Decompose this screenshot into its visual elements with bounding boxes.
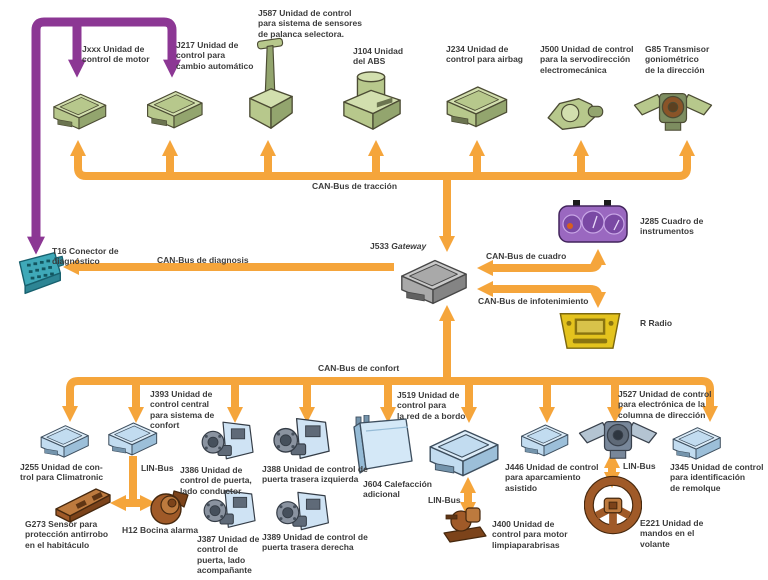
label-lin-bus-confort: LIN-Bus [141, 463, 174, 473]
label-j400: J400 Unidad de control para motor limpia… [492, 519, 568, 550]
label-t16: T16 Conector de diagnóstico [52, 246, 119, 267]
label-h12: H12 Bocina alarma [122, 525, 199, 535]
label-g85: G85 Transmisor goniométrico de la direcc… [645, 44, 710, 75]
label-can-bus-traccion: CAN-Bus de tracción [312, 181, 398, 191]
park-assist-ecu-icon [516, 415, 572, 463]
antitheft-sensor-icon [48, 484, 114, 524]
wiper-motor-icon [440, 503, 490, 543]
label-j234: J234 Unidad de control para airbag [446, 44, 523, 65]
onboard-network-ecu-icon [422, 420, 504, 482]
label-j446: J446 Unidad de control para aparcamiento… [505, 462, 599, 493]
label-radio: R Radio [640, 318, 673, 328]
label-can-bus-confort: CAN-Bus de confort [318, 363, 400, 373]
label-j217: J217 Unidad de control para cambio autom… [176, 40, 254, 71]
label-j255: J255 Unidad de con- trol para Climatroni… [20, 462, 104, 483]
radio-icon [558, 308, 622, 352]
steering-angle-sensor-icon [632, 84, 714, 136]
rear-right-door-ecu-icon [269, 489, 337, 533]
label-e221: E221 Unidad de mandos en el volante [640, 518, 704, 549]
label-j527: J527 Unidad de control para electrónica … [618, 389, 712, 420]
can-bus-infotenimiento-line [477, 281, 606, 308]
engine-ecu-icon [46, 88, 112, 132]
can-bus-cuadro-line [477, 249, 606, 276]
label-j533: J533 Gateway [370, 241, 427, 251]
label-j587: J587 Unidad de control para sistema de s… [258, 8, 362, 39]
label-lin-bus-columna: LIN-Bus [623, 461, 656, 471]
steering-servo-icon [540, 92, 608, 136]
label-can-bus-cuadro: CAN-Bus de cuadro [486, 251, 567, 261]
airbag-ecu-icon [440, 76, 512, 134]
can-bus-traccion-line [70, 140, 695, 252]
label-j500: J500 Unidad de control para la servodire… [540, 44, 634, 75]
label-j386: J386 Unidad de control de puerta, lado c… [180, 465, 252, 496]
label-j519: J519 Unidad de control para la red de a … [397, 390, 466, 421]
label-lin-bus-bordnet: LIN-Bus [428, 495, 461, 505]
can-bus-confort-line [62, 305, 718, 423]
label-j393: J393 Unidad de control central para sist… [150, 389, 215, 431]
label-jxxx: Jxxx Unidad de control de motor [82, 44, 150, 65]
trailer-ecu-icon [666, 422, 726, 462]
rear-left-door-ecu-icon [265, 415, 339, 462]
lin-bus-confort-line [110, 456, 156, 511]
instrument-cluster-icon [557, 198, 629, 250]
label-j389: J389 Unidad de control de puerta trasera… [262, 532, 368, 553]
label-can-bus-diagnosis: CAN-Bus de diagnosis [157, 255, 249, 265]
label-j345: J345 Unidad de control para identificaci… [670, 462, 764, 493]
gearbox-ecu-icon [141, 84, 207, 132]
gateway-icon [394, 250, 472, 310]
label-j104: J104 Unidad del ABS [353, 46, 404, 67]
label-j388: J388 Unidad de control de puerta trasera… [262, 464, 368, 485]
label-j604: J604 Calefacción adicional [363, 479, 432, 500]
label-can-bus-infotenimiento: CAN-Bus de infotenimiento [478, 296, 589, 306]
label-j387: J387 Unidad de control de puerta, lado a… [197, 534, 260, 576]
label-g273: G273 Sensor para protección antirrobo en… [25, 519, 109, 550]
label-j285: J285 Cuadro de instrumentos [640, 216, 704, 237]
abs-unit-icon [340, 68, 404, 138]
climatronic-ecu-icon [26, 420, 102, 460]
purple-diagnosis-line [27, 17, 181, 255]
